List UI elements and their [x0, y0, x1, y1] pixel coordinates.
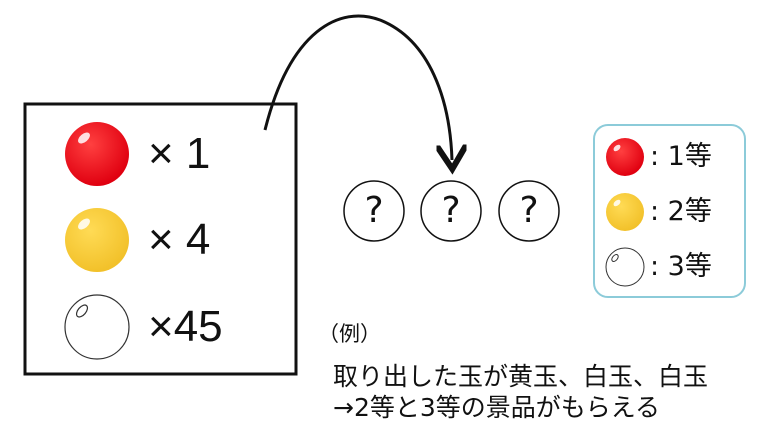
draw-circle-1	[343, 180, 405, 242]
example-line-1: 取り出した玉が黄玉、白玉、白玉	[333, 362, 709, 391]
draw-arrow	[263, 14, 452, 160]
example-heading: （例）	[318, 322, 381, 346]
bag-box	[23, 102, 298, 376]
legend-yellow-ball	[606, 193, 644, 231]
legend-label-1: : 1等	[650, 141, 712, 172]
bag-count-red: × 1	[148, 129, 211, 178]
bag-white-ball	[64, 294, 130, 360]
bag-count-yellow: × 4	[148, 215, 211, 264]
legend-red-ball	[606, 138, 644, 176]
example-line-2: →2等と3等の景品がもらえる	[333, 393, 661, 422]
draw-mark-1: ?	[364, 190, 384, 231]
legend-label-3: : 3等	[650, 251, 712, 282]
draw-circle-2	[420, 180, 482, 242]
bag-count-white: ×45	[148, 302, 223, 351]
bag-yellow-ball	[65, 208, 129, 272]
legend-white-ball	[605, 247, 645, 287]
draw-circle-3	[498, 180, 560, 242]
draw-mark-2: ?	[441, 190, 461, 231]
legend-box	[593, 124, 746, 298]
draw-mark-3: ?	[519, 190, 539, 231]
bag-red-ball	[65, 122, 129, 186]
legend-label-2: : 2等	[650, 196, 712, 227]
